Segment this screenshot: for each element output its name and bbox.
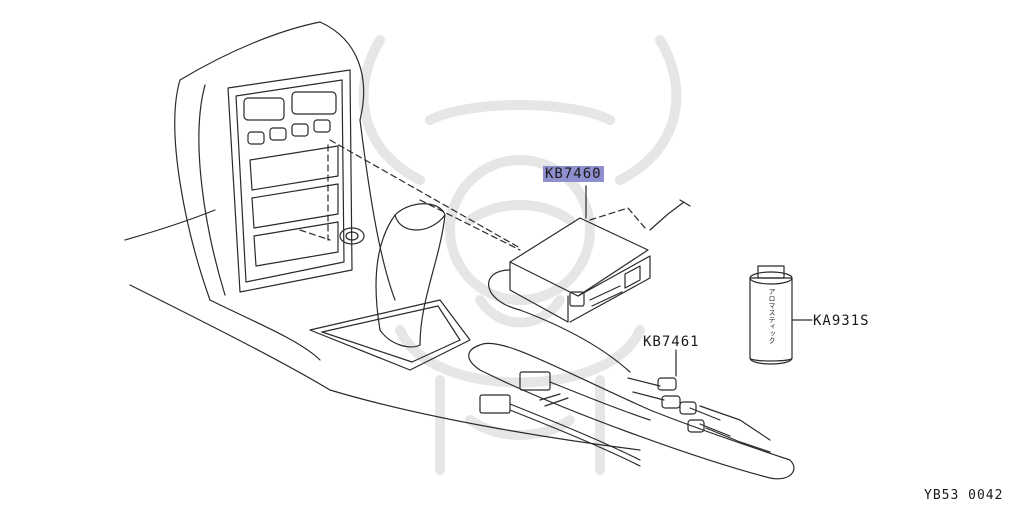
callout-kb7460[interactable]: KB7460 (543, 166, 604, 182)
module-unit (509, 199, 691, 323)
wiring-harness (468, 269, 795, 480)
callout-kb7461[interactable]: KB7461 (643, 334, 700, 350)
install-guide-lines (299, 139, 646, 251)
can-label-text: アロマスティック (768, 288, 776, 344)
callout-ka931s[interactable]: KA931S (813, 313, 870, 329)
watermark-emblem (358, 35, 682, 475)
center-console (124, 21, 641, 451)
aroma-stick-can (749, 265, 793, 365)
figure-code: YB53 0042 (924, 488, 1004, 503)
